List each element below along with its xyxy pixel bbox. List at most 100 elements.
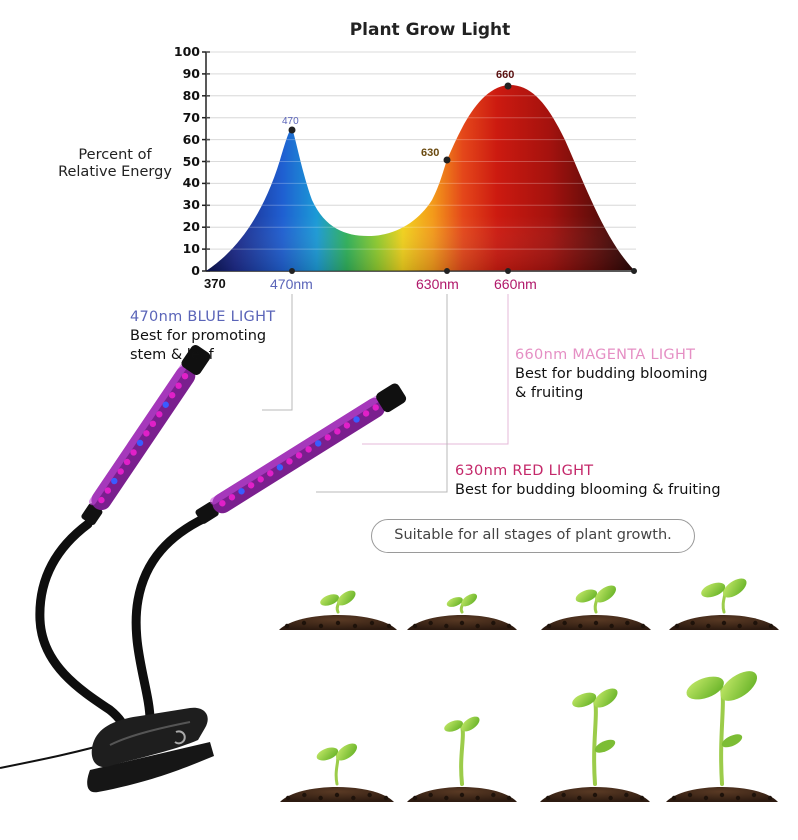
callout-blue-line1: Best for promoting: [130, 328, 267, 344]
led: [324, 434, 331, 441]
callout-magenta-line2: & fruiting: [515, 385, 584, 401]
soil-clump: [351, 795, 356, 801]
soil-clump: [444, 795, 449, 801]
sprout-stem: [459, 724, 465, 786]
led-row-right: [219, 404, 379, 507]
callout-blue: 470nm BLUE LIGHT Best for promoting stem…: [130, 308, 275, 365]
callout-red: 630nm RED LIGHT Best for budding bloomin…: [455, 462, 721, 500]
led: [136, 439, 144, 447]
growth-stage: [541, 585, 651, 630]
peak-point-630: [443, 156, 451, 164]
y-axis-label: Percent of Relative Energy: [58, 147, 172, 180]
led: [117, 468, 124, 475]
soil-clump: [444, 623, 449, 629]
led: [276, 464, 284, 471]
soil-clump: [624, 792, 629, 798]
led: [362, 410, 370, 417]
soil-clump: [578, 623, 583, 629]
led: [181, 372, 189, 380]
callout-magenta-heading: 660nm MAGENTA LIGHT: [515, 347, 696, 363]
soil-clump: [383, 795, 389, 801]
x-tick-630nm: 630nm: [416, 276, 459, 292]
x-start-label: 370: [204, 276, 226, 291]
led: [286, 458, 293, 465]
led: [156, 411, 163, 418]
leaf: [686, 676, 724, 700]
led: [267, 470, 274, 477]
leaf: [595, 585, 617, 603]
sprout-stem: [719, 686, 725, 786]
led: [168, 392, 176, 399]
soil-clump: [412, 623, 418, 629]
soil-clump: [577, 795, 582, 801]
leaf: [446, 597, 463, 607]
connector-red: [316, 294, 448, 493]
axis-point-470: [289, 268, 295, 274]
soil-clump: [546, 623, 552, 629]
bar-endcap-right: [376, 383, 407, 413]
callout-magenta: 660nm MAGENTA LIGHT Best for budding blo…: [515, 346, 708, 403]
leaf: [336, 743, 358, 761]
soil-clump: [721, 620, 727, 626]
soil-clump: [318, 795, 323, 801]
soil-clump: [284, 623, 290, 629]
soil-clump: [475, 795, 480, 801]
led: [238, 488, 245, 495]
soil-clump: [369, 620, 375, 626]
leaf: [701, 582, 726, 598]
leaf: [720, 671, 758, 701]
callout-magenta-line1: Best for budding blooming: [515, 366, 708, 382]
clip-highlight: [109, 721, 191, 746]
soil-clump: [735, 795, 741, 801]
leaf: [316, 747, 339, 761]
soil-clump: [592, 792, 598, 798]
soil-clump: [428, 792, 433, 798]
peak-point-660: [504, 82, 512, 90]
soil-clump: [562, 620, 567, 626]
soil-clump: [719, 792, 725, 798]
x-tick-470nm: 470nm: [270, 276, 313, 292]
soil-clump: [706, 623, 711, 629]
led: [143, 430, 150, 437]
soil-clump: [671, 795, 677, 801]
soil-clump: [751, 792, 757, 798]
peak-label-660: 660: [496, 69, 514, 81]
soil-clump: [674, 623, 680, 629]
chart-title: Plant Grow Light: [349, 20, 511, 40]
suitable-stages-pill: Suitable for all stages of plant growth.: [371, 519, 695, 553]
led: [111, 477, 118, 485]
bar-endcap-left: [181, 345, 211, 375]
growth-stage: [280, 743, 394, 802]
soil-clump: [545, 795, 551, 801]
growth-stage: [666, 671, 778, 802]
callout-blue-line2: stem & leaf: [130, 347, 214, 363]
leaf: [575, 589, 598, 603]
soil-clump: [459, 620, 465, 626]
soil-clump: [506, 795, 512, 801]
y-tick-label: 70: [182, 109, 200, 125]
soil-clump: [609, 623, 614, 629]
growth-stage: [669, 578, 779, 630]
y-tick-label: 80: [182, 87, 200, 103]
soil-clump: [687, 792, 693, 798]
led: [372, 404, 379, 411]
leaf: [594, 739, 616, 753]
soil-clump: [737, 623, 742, 629]
led: [123, 458, 131, 466]
led: [305, 446, 312, 453]
axis-point-end: [631, 268, 637, 274]
soil-clump: [639, 795, 645, 801]
y-tick-label: 60: [182, 131, 200, 147]
bar-joint-right: [195, 501, 219, 524]
led: [343, 422, 351, 429]
soil-clump: [335, 620, 341, 626]
growth-stage: [407, 593, 517, 630]
leaf: [721, 734, 743, 748]
led: [353, 416, 360, 423]
leaf: [461, 593, 478, 607]
led: [219, 500, 226, 507]
soil-clump: [491, 620, 496, 626]
soil-clump: [334, 792, 340, 798]
y-tick-label: 100: [173, 44, 200, 59]
led-row-left: [98, 372, 189, 504]
